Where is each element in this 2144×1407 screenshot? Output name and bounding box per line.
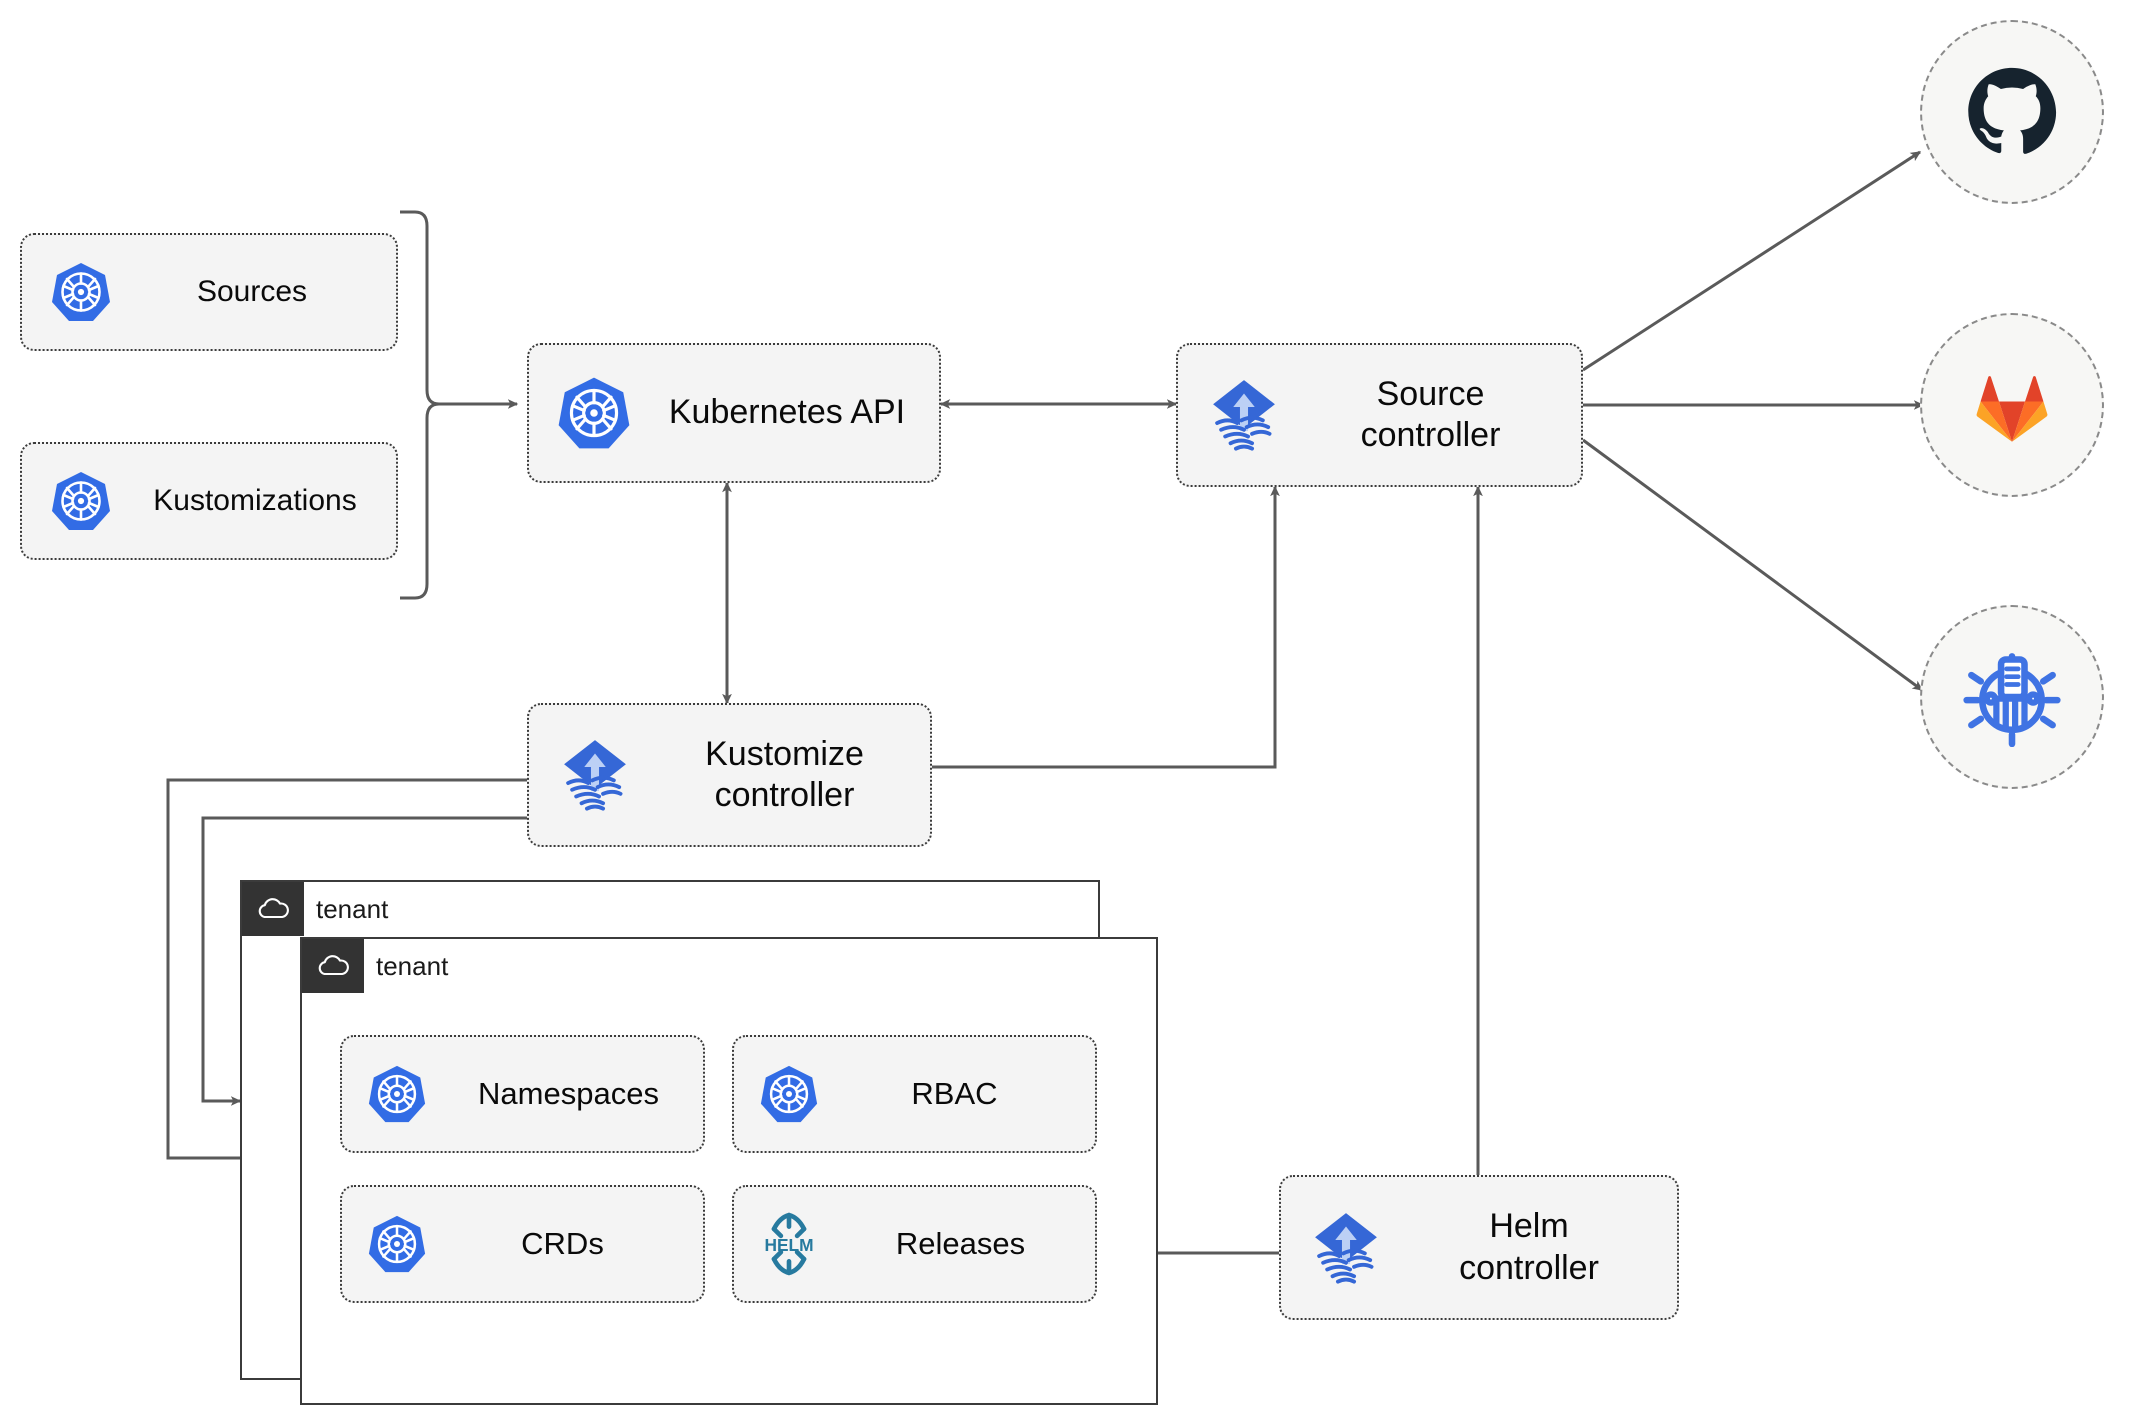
node-source-controller-label: Source controller (1360, 374, 1501, 454)
node-rbac-label: RBAC (911, 1076, 998, 1112)
edge-kustomize-controller-to-tenant-outer (166, 778, 527, 1163)
node-namespaces-label: Namespaces (478, 1076, 659, 1112)
node-releases[interactable]: HELM Releases (732, 1185, 1097, 1303)
github-icon (1968, 67, 2057, 154)
node-rbac[interactable]: RBAC (732, 1035, 1097, 1153)
node-helm-controller[interactable]: Helm controller (1279, 1175, 1679, 1320)
node-sources[interactable]: Sources (20, 233, 398, 351)
kubernetes-icon (529, 374, 659, 452)
svg-text:HELM: HELM (764, 1235, 813, 1255)
flux-icon (529, 732, 661, 818)
node-crds-label: CRDs (521, 1226, 604, 1262)
provider-github[interactable] (1920, 20, 2104, 204)
kubernetes-icon (22, 260, 140, 324)
cloud-icon (242, 882, 304, 936)
node-kubernetes-api[interactable]: Kubernetes API (527, 343, 941, 483)
edge-source-controller-to-github (1582, 150, 1922, 372)
gitlab-icon (1976, 376, 2048, 442)
tenant-inner-label: tenant (376, 950, 449, 981)
node-source-controller[interactable]: Source controller (1176, 343, 1583, 487)
tenant-inner-container[interactable]: tenant (300, 937, 1158, 1405)
node-kubernetes-api-label: Kubernetes API (668, 393, 906, 432)
node-helm-controller-label: Helm controller (1459, 1207, 1599, 1287)
cloud-icon (302, 939, 364, 993)
edge-kustomize-controller-to-tenant-inner (201, 816, 527, 1106)
node-kustomizations[interactable]: Kustomizations (20, 442, 398, 560)
node-crds[interactable]: CRDs (340, 1185, 705, 1303)
provider-helm-repository[interactable] (1920, 605, 2104, 789)
kubernetes-icon (342, 1063, 452, 1125)
node-kustomize-controller[interactable]: Kustomize controller (527, 703, 932, 847)
node-releases-label: Releases (895, 1226, 1026, 1262)
inputs-bracket (400, 210, 440, 600)
node-namespaces[interactable]: Namespaces (340, 1035, 705, 1153)
kubernetes-icon (734, 1063, 844, 1125)
kubernetes-icon (342, 1213, 452, 1275)
edge-kustomize-controller-to-source-controller (932, 485, 1280, 769)
node-kustomize-controller-label: Kustomize controller (705, 734, 864, 814)
provider-gitlab[interactable] (1920, 313, 2104, 497)
node-kustomizations-label: Kustomizations (153, 483, 357, 517)
tenant-outer-label: tenant (316, 893, 389, 924)
flux-icon (1178, 372, 1310, 458)
edge-source-controller-to-helm-repository (1582, 438, 1924, 692)
node-sources-label: Sources (196, 274, 308, 308)
flux-icon (1281, 1205, 1411, 1291)
helm-repository-icon (1963, 653, 2061, 747)
kubernetes-icon (22, 469, 140, 533)
helm-icon: HELM (734, 1207, 844, 1281)
